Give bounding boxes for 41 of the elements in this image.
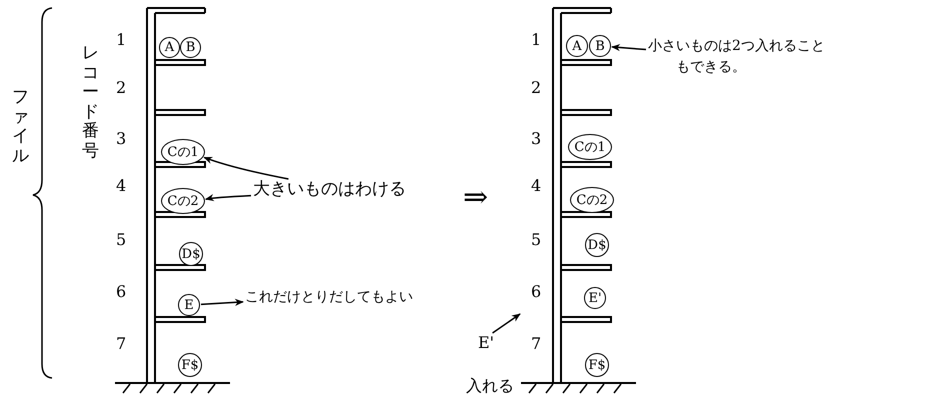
arrow: [204, 194, 252, 202]
arrow: [203, 156, 289, 180]
arrow-symbol: ⇒: [463, 183, 488, 213]
circled-item: D$: [585, 233, 609, 257]
circled-item: E': [584, 287, 606, 309]
record-number: 4: [531, 178, 542, 194]
record-number: 2: [116, 80, 126, 96]
record-number: 5: [531, 232, 542, 248]
note-text: これだけとりだしてもよい: [245, 290, 413, 304]
note-text: 小さいものは2つ入れることもできる。: [648, 36, 838, 78]
note-text: 入れる: [466, 378, 514, 394]
vertical-label: ファイル: [12, 88, 29, 166]
arrow: [611, 44, 646, 52]
oval-item: Cの2: [570, 187, 614, 213]
oval-item: Cの2: [161, 188, 205, 214]
record-number: 3: [531, 131, 542, 147]
record-number: 2: [531, 80, 542, 96]
oval-item: Cの1: [161, 139, 205, 165]
arrow: [200, 298, 244, 306]
circled-item: A: [159, 37, 180, 58]
record-number: 6: [531, 284, 542, 300]
circled-item: D$: [179, 242, 203, 266]
circled-item: B: [589, 35, 611, 57]
record-number: 4: [116, 178, 126, 194]
arrow: [492, 313, 521, 334]
oval-item: Cの1: [568, 134, 612, 160]
record-number: 6: [116, 284, 126, 300]
circled-item: F$: [585, 353, 609, 377]
record-number: 7: [116, 336, 126, 352]
vertical-label: レコード番号: [82, 44, 99, 162]
circled-item: F$: [178, 353, 202, 377]
note-text: E': [478, 333, 494, 352]
record-number: 5: [116, 232, 126, 248]
record-number: 3: [116, 131, 126, 147]
record-number: 1: [116, 32, 126, 48]
circled-item: E: [178, 294, 200, 316]
record-number: 1: [531, 32, 542, 48]
circled-item: B: [180, 37, 201, 58]
note-text: 大きいものはわける: [253, 181, 406, 198]
record-number: 7: [531, 336, 542, 352]
circled-item: A: [566, 35, 588, 57]
